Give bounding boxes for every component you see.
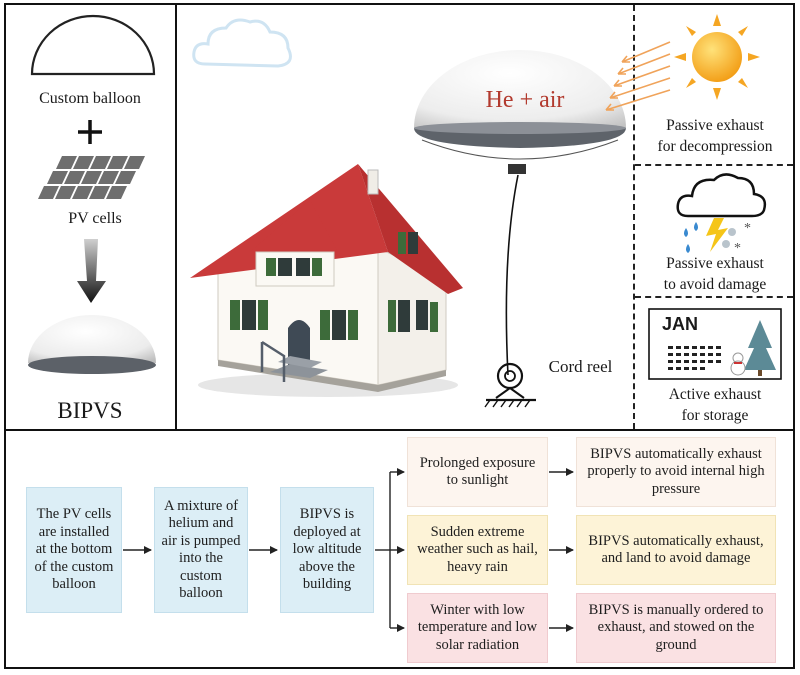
pv-cell [90, 156, 111, 169]
panel2-line1: Passive exhaust [666, 255, 764, 272]
flow-action-1: BIPVS automatically exhaust properly to … [576, 437, 776, 507]
panel1-line1: Passive exhaust [666, 117, 764, 134]
flow-action-2: BIPVS automatically exhaust, and land to… [576, 515, 776, 585]
figure-frame [4, 3, 795, 669]
pv-cell [38, 186, 59, 199]
pv-cell [81, 171, 102, 184]
custom-balloon-label: Custom balloon [39, 90, 141, 107]
tether-cord [505, 174, 519, 376]
pv-cell [64, 171, 85, 184]
cord-reel-label: Cord reel [548, 357, 613, 376]
storm-cloud-icon: ** [676, 173, 767, 256]
flow-condition-1: Prolonged exposure to sunlight [407, 437, 548, 507]
cloud-icon [192, 18, 292, 68]
panel3-line2: for storage [681, 407, 749, 424]
bipvs-balloon-icon [28, 315, 156, 374]
pv-cell [124, 156, 145, 169]
pv-cell [56, 156, 77, 169]
pv-cells-label: PV cells [68, 210, 122, 227]
pv-cell [47, 171, 68, 184]
pv-cell [98, 171, 119, 184]
balloon-gas-label: He + air [485, 87, 565, 113]
flow-step-1: The PV cells are installed at the bottom… [26, 487, 122, 613]
flow-step-3: BIPVS is deployed at low altitude above … [280, 487, 374, 613]
right-dashed-separator-1 [635, 164, 793, 166]
left-divider [175, 3, 177, 431]
pv-cell [107, 156, 128, 169]
sun-icon [674, 14, 760, 100]
panel2-line2: to avoid damage [663, 276, 767, 293]
flow-step-2: A mixture of helium and air is pumped in… [154, 487, 248, 613]
panel3-line1: Active exhaust [668, 386, 762, 403]
floating-bipvs-balloon [414, 50, 626, 174]
pv-cell [106, 186, 127, 199]
middle-divider [4, 429, 795, 431]
flow-condition-3: Winter with low temperature and low sola… [407, 593, 548, 663]
cord-reel-icon [484, 362, 536, 408]
svg-text:*: * [744, 221, 751, 236]
right-dashed-divider [633, 5, 635, 429]
pv-cell [55, 186, 76, 199]
pv-cell [115, 171, 136, 184]
pv-cell [89, 186, 110, 199]
down-arrow-icon [77, 239, 106, 303]
panel1-line2: for decompression [657, 138, 773, 155]
calendar-month-label: JAN [662, 314, 699, 334]
pv-cell [73, 156, 94, 169]
flow-action-3: BIPVS is manually ordered to exhaust, an… [576, 593, 776, 663]
pv-cells-icon [38, 156, 145, 199]
pv-cell [72, 186, 93, 199]
svg-text:*: * [734, 241, 741, 256]
calendar-winter-icon [648, 308, 782, 380]
bipvs-label: BIPVS [57, 398, 123, 423]
sun-rays-arrows [605, 41, 671, 111]
right-dashed-separator-2 [635, 296, 793, 298]
plus-icon [78, 120, 102, 144]
flow-condition-2: Sudden extreme weather such as hail, hea… [407, 515, 548, 585]
house-illustration [190, 164, 463, 397]
custom-balloon-icon [30, 14, 156, 76]
